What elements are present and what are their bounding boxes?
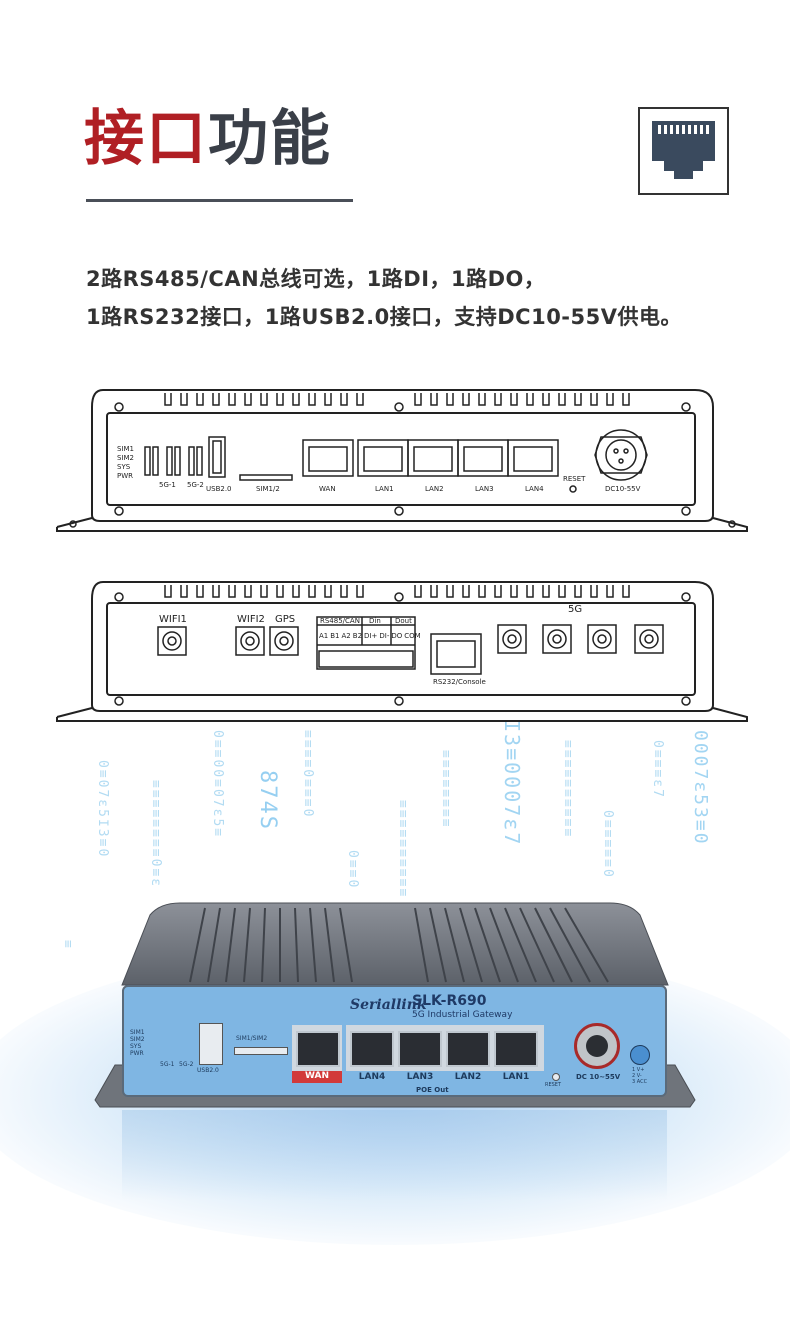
terminal-group-din: Din	[369, 617, 381, 625]
rain-column: ≡≡≡≡≡≡≡≡0≡ε	[148, 780, 163, 889]
rain-column: 0≡07ε5Ι3≡0	[95, 760, 110, 859]
port-label-lan2: LAN2	[425, 485, 444, 493]
power-connector[interactable]	[574, 1023, 620, 1069]
title-underline	[86, 199, 353, 202]
console-port-label: RS232/Console	[433, 678, 486, 686]
terminal-group-dout: Dout	[395, 617, 412, 625]
port-label-wan: WAN	[319, 485, 336, 493]
reset-button[interactable]	[552, 1073, 560, 1081]
rain-column: 0≡≡≡≡≡0	[600, 810, 615, 879]
device-led-sys: SYS	[130, 1043, 142, 1050]
device-led-pwr: PWR	[130, 1050, 144, 1057]
rain-column: 874S	[255, 770, 280, 831]
front-led-labels: SIM1 SIM2 SYS PWR	[117, 445, 134, 481]
device-model: SLK-R690	[412, 993, 487, 1009]
signal-label-5g1: 5G-1	[159, 481, 176, 489]
front-panel-diagram: SIM1 SIM2 SYS PWR 5G-1 5G-2 USB2.0 SIM1/…	[55, 385, 750, 535]
power-label: DC10-55V	[605, 485, 641, 493]
device-led-sim2: SIM2	[130, 1036, 145, 1043]
rain-column: ≡	[60, 940, 75, 950]
wan-port[interactable]	[296, 1031, 340, 1067]
device-usb-label: USB2.0	[197, 1067, 219, 1074]
pin-b1: B1	[330, 632, 340, 640]
pin-di-minus: DI-	[379, 632, 390, 640]
power-pinout-icon	[630, 1045, 650, 1065]
led-label-sim2: SIM2	[117, 454, 135, 462]
usb-label: USB2.0	[206, 485, 232, 493]
led-label-pwr: PWR	[117, 472, 134, 480]
device-signal-5g2: 5G-2	[179, 1061, 194, 1068]
lan4-port[interactable]	[350, 1031, 394, 1067]
rain-column: ≡≡≡≡0≡≡≡0	[300, 730, 315, 819]
port-label-lan1: LAN1	[375, 485, 394, 493]
rain-column: ≡≡≡≡≡≡≡≡≡≡	[395, 800, 410, 899]
wan-band	[292, 1071, 342, 1083]
five-g-label: 5G	[568, 604, 583, 615]
signal-label-5g2: 5G-2	[187, 481, 204, 489]
device-sim-label: SIM1/SIM2	[236, 1035, 268, 1042]
power-pinout-labels: 1 V+ 2 V- 3 ACC	[632, 1067, 647, 1085]
pin-com: COM	[404, 632, 421, 640]
port-label-lan4: LAN4	[525, 485, 544, 493]
pin-di-plus: DI+	[364, 632, 378, 640]
led-label-sim1: SIM1	[117, 445, 135, 453]
rear-panel-diagram: WIFI1 WIFI2 GPS RS485/CAN Din Dout A1 B1…	[55, 577, 750, 725]
pin-b2: B2	[352, 632, 363, 640]
antenna-label-wifi2: WIFI2	[237, 614, 265, 625]
lan1-port[interactable]	[494, 1031, 538, 1067]
rain-column: 0007ε53≡0	[690, 730, 711, 846]
pin-a1: A1	[319, 632, 329, 640]
rain-column: 0≡≡00≡07ε5≡	[210, 730, 225, 839]
pinout-acc: 3 ACC	[632, 1079, 648, 1085]
description-line-1: 2路RS485/CAN总线可选，1路DI，1路DO，	[86, 267, 546, 291]
pinout-v-minus: 2 V-	[632, 1073, 642, 1079]
pin-do: DO	[391, 632, 403, 640]
rain-column: ≡≡≡≡≡≡≡≡	[438, 750, 453, 829]
pin-a2: A2	[341, 632, 351, 640]
device-led-sim1: SIM1	[130, 1029, 145, 1036]
reset-label: RESET	[563, 475, 586, 483]
description-line-2: 1路RS232接口，1路USB2.0接口，支持DC10-55V供电。	[86, 305, 682, 329]
ethernet-port-icon	[638, 107, 729, 195]
usb-port[interactable]	[199, 1023, 223, 1065]
antenna-label-wifi1: WIFI1	[159, 614, 187, 625]
device-subtitle: 5G Industrial Gateway	[412, 1010, 513, 1020]
device-brand: Seriallink	[350, 997, 427, 1013]
title-red-part: 接口	[84, 104, 208, 174]
device-port-label-lan2: LAN2	[454, 1072, 482, 1082]
sim-slot[interactable]	[234, 1047, 288, 1055]
lan2-port[interactable]	[446, 1031, 490, 1067]
led-label-sys: SYS	[117, 463, 131, 471]
digital-rain-background: 0≡07ε5Ι3≡0 ≡≡≡≡≡≡≡≡0≡ε 0≡≡00≡07ε5≡ 874S …	[0, 720, 790, 1020]
device-led-labels: SIM1 SIM2 SYS PWR	[130, 1029, 145, 1057]
terminal-group-rs485: RS485/CAN	[320, 617, 360, 625]
device-port-label-lan3: LAN3	[406, 1072, 434, 1082]
sim-slot-label: SIM1/2	[256, 485, 280, 493]
device-front-panel: Seriallink SLK-R690 5G Industrial Gatewa…	[122, 985, 667, 1097]
antenna-label-gps: GPS	[275, 614, 296, 625]
port-label-lan3: LAN3	[475, 485, 494, 493]
terminal-pin-labels: A1 B1 A2 B2 DI+ DI- DO COM	[319, 632, 421, 640]
device-reset-label: RESET	[545, 1082, 562, 1088]
device-signal-5g1: 5G-1	[160, 1061, 175, 1068]
title-dark-part: 功能	[208, 104, 332, 174]
device-port-label-lan1: LAN1	[502, 1072, 530, 1082]
device-reflection	[122, 1110, 667, 1200]
rain-column: 0≡≡≡ε7	[650, 740, 665, 799]
poe-out-label: POE Out	[416, 1086, 449, 1094]
device-power-label: DC 10~55V	[576, 1073, 621, 1081]
page-title: 接口功能	[84, 100, 332, 178]
lan3-port[interactable]	[398, 1031, 442, 1067]
rain-column: Ι3≡0007ε7	[500, 720, 524, 847]
device-port-label-wan: WAN	[304, 1071, 330, 1081]
device-port-label-lan4: LAN4	[358, 1072, 386, 1082]
rain-column: 0≡≡0	[345, 850, 360, 890]
rain-column: ≡≡≡≡≡≡≡≡≡≡	[560, 740, 575, 839]
pinout-v-plus: 1 V+	[632, 1067, 645, 1073]
